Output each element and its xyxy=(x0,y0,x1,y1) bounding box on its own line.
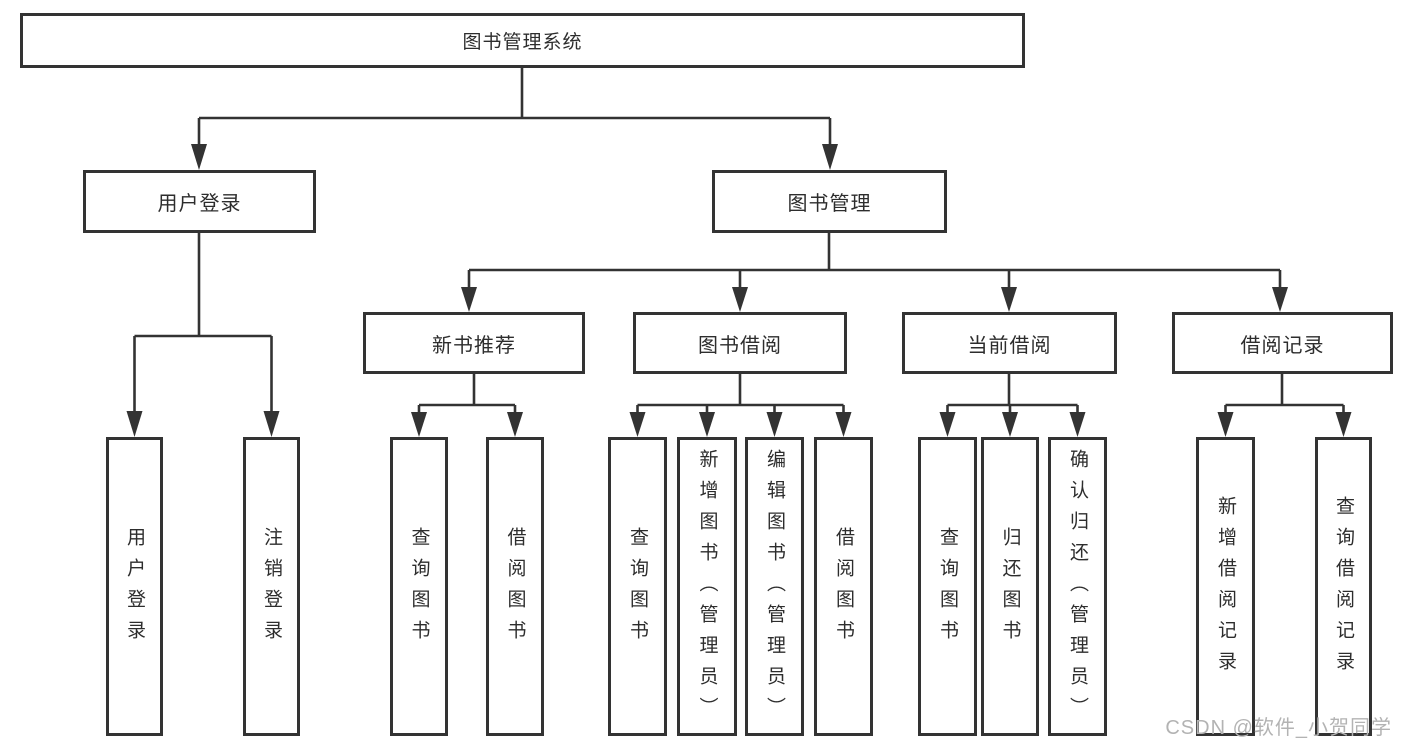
node-book-borrowing: 图书借阅 xyxy=(633,312,847,374)
leaf-label: 查询图书 xyxy=(937,526,958,651)
leaf-label: 确认归还（管理员） xyxy=(1067,449,1088,728)
leaf-label: 借阅图书 xyxy=(504,526,526,651)
leaf-return-books: 归还图书 xyxy=(981,437,1039,736)
leaf-label: 新增借阅记录 xyxy=(1215,495,1236,682)
node-label: 借阅记录 xyxy=(1240,334,1325,357)
leaf-query-books-borrowing: 查询图书 xyxy=(608,437,667,736)
leaf-label: 编辑图书（管理员） xyxy=(764,449,785,728)
leaf-borrow-books-recommend: 借阅图书 xyxy=(486,437,544,736)
leaf-label: 查询图书 xyxy=(627,526,648,651)
node-label: 图书管理 xyxy=(787,193,872,215)
arrowheads xyxy=(126,144,1352,437)
node-user-login: 用户登录 xyxy=(83,170,316,233)
node-label: 用户登录 xyxy=(157,193,242,215)
leaf-edit-books-admin: 编辑图书（管理员） xyxy=(745,437,804,736)
leaf-label: 借阅图书 xyxy=(833,526,854,651)
node-new-book-recommend: 新书推荐 xyxy=(363,312,585,374)
node-label: 图书管理系统 xyxy=(462,32,583,53)
node-book-management: 图书管理 xyxy=(712,170,947,233)
node-label: 新书推荐 xyxy=(432,334,516,357)
leaf-label: 查询图书 xyxy=(408,526,430,651)
node-current-borrowing: 当前借阅 xyxy=(902,312,1117,374)
node-label: 当前借阅 xyxy=(967,334,1052,357)
node-system-root: 图书管理系统 xyxy=(20,13,1025,68)
csdn-watermark: CSDN @软件_小贺同学 xyxy=(1165,717,1392,739)
leaf-query-books-recommend: 查询图书 xyxy=(390,437,448,736)
leaf-label: 新增图书（管理员） xyxy=(696,449,718,728)
leaf-label: 注销登录 xyxy=(261,526,282,651)
leaf-add-borrow-record: 新增借阅记录 xyxy=(1196,437,1255,736)
leaf-query-books-current: 查询图书 xyxy=(918,437,977,736)
leaf-label: 查询借阅记录 xyxy=(1333,495,1354,682)
leaf-borrow-books: 借阅图书 xyxy=(814,437,873,736)
leaf-logout: 注销登录 xyxy=(243,437,300,736)
leaf-user-login: 用户登录 xyxy=(106,437,163,736)
leaf-confirm-return-admin: 确认归还（管理员） xyxy=(1048,437,1107,736)
node-label: 图书借阅 xyxy=(698,334,782,357)
leaf-query-borrow-record: 查询借阅记录 xyxy=(1315,437,1372,736)
leaf-label: 用户登录 xyxy=(124,526,145,651)
leaf-label: 归还图书 xyxy=(999,526,1021,651)
node-borrowing-records: 借阅记录 xyxy=(1172,312,1393,374)
leaf-add-books-admin: 新增图书（管理员） xyxy=(677,437,737,736)
